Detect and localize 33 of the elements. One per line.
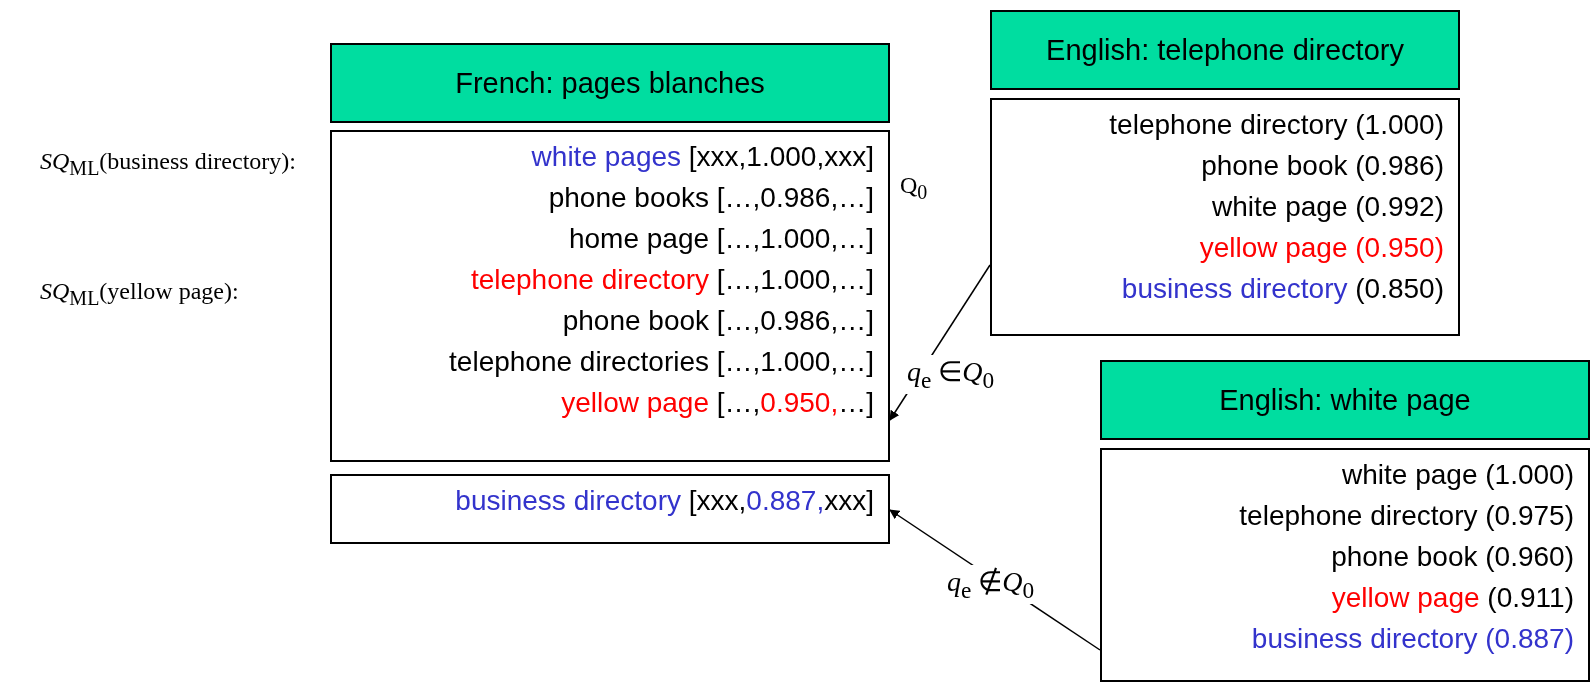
- list-box: [330, 130, 890, 462]
- header-text: English: telephone directory: [1046, 33, 1404, 67]
- list-entry: phone book (0.986): [1200, 149, 1444, 183]
- header-text: English: white page: [1219, 383, 1471, 417]
- list-entry: telephone directories […,1.000,…]: [448, 345, 874, 379]
- header-box: [1100, 360, 1590, 440]
- set-label: Q$_{0}$: [900, 172, 928, 204]
- list-entry: telephone directory […,1.000,…]: [469, 263, 874, 297]
- result-box: [330, 474, 890, 544]
- header-box: [330, 43, 890, 123]
- list-entry: phone book (0.960): [1330, 540, 1574, 574]
- list-entry: yellow page (0.911): [1330, 581, 1574, 615]
- list-entry: business directory (0.850): [1120, 272, 1444, 306]
- edge-label: q$_{e}$ ∈Q$_{0}$: [905, 355, 997, 394]
- list-entry: business directory (0.887): [1250, 622, 1574, 656]
- list-entry: business directory [xxx,0.887,xxx]: [454, 484, 874, 518]
- query-label: SQ$_{ML}$(yellow page):: [40, 278, 239, 310]
- query-label: SQ$_{ML}$(business directory):: [40, 148, 296, 180]
- list-entry: phone books […,0.986,…]: [547, 181, 874, 215]
- header-box: [990, 10, 1460, 90]
- list-entry: white page (0.992): [1211, 190, 1444, 224]
- edge-label: q$_{e}$ ∉Q$_{0}$: [945, 565, 1037, 604]
- list-entry: white page (1.000): [1341, 458, 1574, 492]
- list-box: [990, 98, 1460, 336]
- list-box: [1100, 448, 1590, 682]
- list-entry: yellow page (0.950): [1198, 231, 1444, 265]
- list-entry: phone book […,0.986,…]: [561, 304, 874, 338]
- list-entry: telephone directory (1.000): [1108, 108, 1444, 142]
- list-entry: home page […,1.000,…]: [567, 222, 874, 256]
- header-text: French: pages blanches: [455, 66, 765, 100]
- list-entry: white pages [xxx,1.000,xxx]: [530, 140, 874, 174]
- list-entry: yellow page […,0.950,…]: [560, 386, 874, 420]
- list-entry: telephone directory (0.975): [1238, 499, 1574, 533]
